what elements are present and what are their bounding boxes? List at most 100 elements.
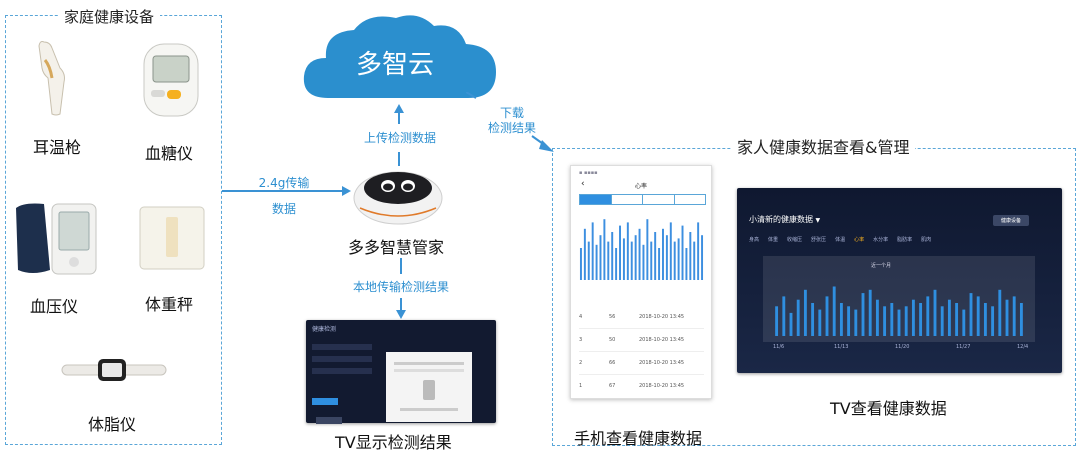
tv-chart-bar: [883, 306, 887, 336]
phone-title: 心率: [635, 183, 648, 190]
tv-tab[interactable]: 收缩压: [787, 237, 803, 243]
tv-tab[interactable]: 心率: [854, 237, 865, 243]
chevron-down-icon[interactable]: ▼: [815, 217, 821, 224]
download-label-line2: 检测结果: [487, 121, 536, 135]
tv-chart-bar: [789, 312, 793, 336]
phone-chart-bar: [622, 238, 625, 280]
phone-chart-bar: [701, 235, 704, 280]
phone-back-icon[interactable]: ‹: [581, 179, 585, 189]
phone-chart-bar: [638, 228, 641, 280]
ear-thermometer-image: [38, 41, 65, 116]
tv-chart-bar: [998, 289, 1002, 336]
tv-chart-bar: [955, 303, 959, 336]
tv-result-caption: TV显示检测结果: [335, 433, 452, 452]
phone-chart-bar: [685, 248, 688, 280]
tv-x-tick: 11/27: [956, 344, 971, 350]
tv-chart-bar: [1005, 299, 1009, 336]
phone-chart-bar: [579, 248, 582, 280]
tv-heading: 小清新的健康数据 ▼: [749, 215, 821, 224]
phone-chart-bar: [587, 241, 590, 280]
tv-result-screen: 健康检测: [306, 320, 496, 424]
home-devices-title: 家庭健康设备: [58, 6, 161, 27]
glucose-meter-label: 血糖仪: [145, 144, 194, 163]
tv-chart-bar: [839, 303, 843, 336]
tv-tab[interactable]: 体重: [768, 237, 779, 243]
phone-chart-bar: [634, 235, 637, 280]
blood-pressure-monitor-image: [16, 203, 97, 275]
phone-chart-bar: [646, 219, 649, 280]
cloud-label: 多智云: [356, 50, 435, 80]
glucose-meter-image: [143, 43, 199, 117]
phone-chart-bar: [630, 241, 633, 280]
tv-tab[interactable]: 体温: [835, 237, 846, 243]
tv-chart-bar: [832, 286, 836, 336]
tv-tab[interactable]: 肌肉: [921, 237, 932, 243]
tv-tab[interactable]: 脂肪率: [897, 237, 913, 243]
tv-chart-bar: [940, 306, 944, 336]
tv-health-screen: 小清新的健康数据 ▼ 健康设备 身高 体重 收缩压 舒张压 体温 心率 水分率 脂肪率 肌肉 近…: [737, 188, 1062, 373]
phone-chart-bar: [681, 225, 684, 280]
phone-chart-bar: [650, 241, 653, 280]
tv-chart-bar: [782, 296, 786, 336]
phone-chart-bar: [693, 241, 696, 280]
tv-chart-panel: 近一个月: [763, 256, 1035, 342]
phone-chart-bar: [611, 232, 614, 280]
upload-arrow: [394, 104, 404, 166]
phone-chart-bar: [669, 222, 672, 280]
blood-pressure-label: 血压仪: [30, 297, 79, 316]
tv-chart-bar: [847, 306, 851, 336]
tv-chart-bar: [926, 296, 930, 336]
tv-chart-bar: [991, 306, 995, 336]
download-arrow: [466, 92, 554, 152]
tv-x-tick: 11/20: [895, 344, 910, 350]
tv-chart-bar: [962, 309, 966, 336]
tv-chart-bar: [811, 303, 815, 336]
tv-x-tick: 12/4: [1017, 344, 1029, 350]
tv-chart-bar: [854, 309, 858, 336]
phone-chart-bar: [603, 219, 606, 280]
tv-chart-bar: [897, 309, 901, 336]
tv-chart-bar: [875, 299, 879, 336]
tv-device-button[interactable]: 健康设备: [993, 215, 1030, 226]
phone-chart-bar: [626, 222, 629, 280]
ear-thermometer-label: 耳温枪: [33, 138, 82, 157]
tv-chart-bar: [911, 299, 915, 336]
download-label-line1: 下载: [499, 106, 524, 120]
tv-result-sidebar: [312, 344, 372, 424]
download-label: 下载 检测结果: [484, 106, 540, 135]
phone-chart-bar: [595, 244, 598, 280]
transmit-label-line2: 数据: [271, 202, 296, 216]
phone-status-bar: ▪ ▪▪▪▪: [579, 170, 598, 176]
local-transmit-arrow: [396, 258, 406, 319]
tv-x-tick: 11/6: [773, 344, 785, 350]
phone-chart-bar: [599, 235, 602, 280]
tv-tab[interactable]: 水分率: [873, 237, 889, 243]
tv-chart-bar: [890, 303, 894, 336]
phone-chart-bar: [673, 241, 676, 280]
tv-chart-bar: [775, 306, 779, 336]
tv-chart-bar: [919, 303, 923, 336]
tv-chart-bar: [947, 299, 951, 336]
tv-chart-bar: [904, 306, 908, 336]
phone-chart-bar: [607, 241, 610, 280]
family-view-title: 家人健康数据查看&管理: [731, 134, 916, 158]
tv-chart-bar: [983, 303, 987, 336]
tv-tab[interactable]: 舒张压: [811, 237, 827, 243]
tv-chart-bar: [868, 289, 872, 336]
tv-result-topbar: 健康检测: [312, 326, 337, 333]
phone-chart-bar: [619, 225, 621, 280]
body-fat-scale-label: 体脂仪: [88, 415, 137, 434]
phone-chart-bar: [662, 228, 664, 280]
tv-chart-bar: [825, 296, 829, 336]
tv-result-dialog: [386, 352, 472, 422]
tv-chart-bar: [1019, 303, 1023, 336]
phone-chart-bar: [697, 222, 700, 280]
tv-tab[interactable]: 身高: [749, 237, 760, 243]
tv-chart-bar: [969, 293, 973, 336]
phone-chart-bar: [591, 222, 594, 280]
weight-scale-label: 体重秤: [145, 295, 194, 314]
